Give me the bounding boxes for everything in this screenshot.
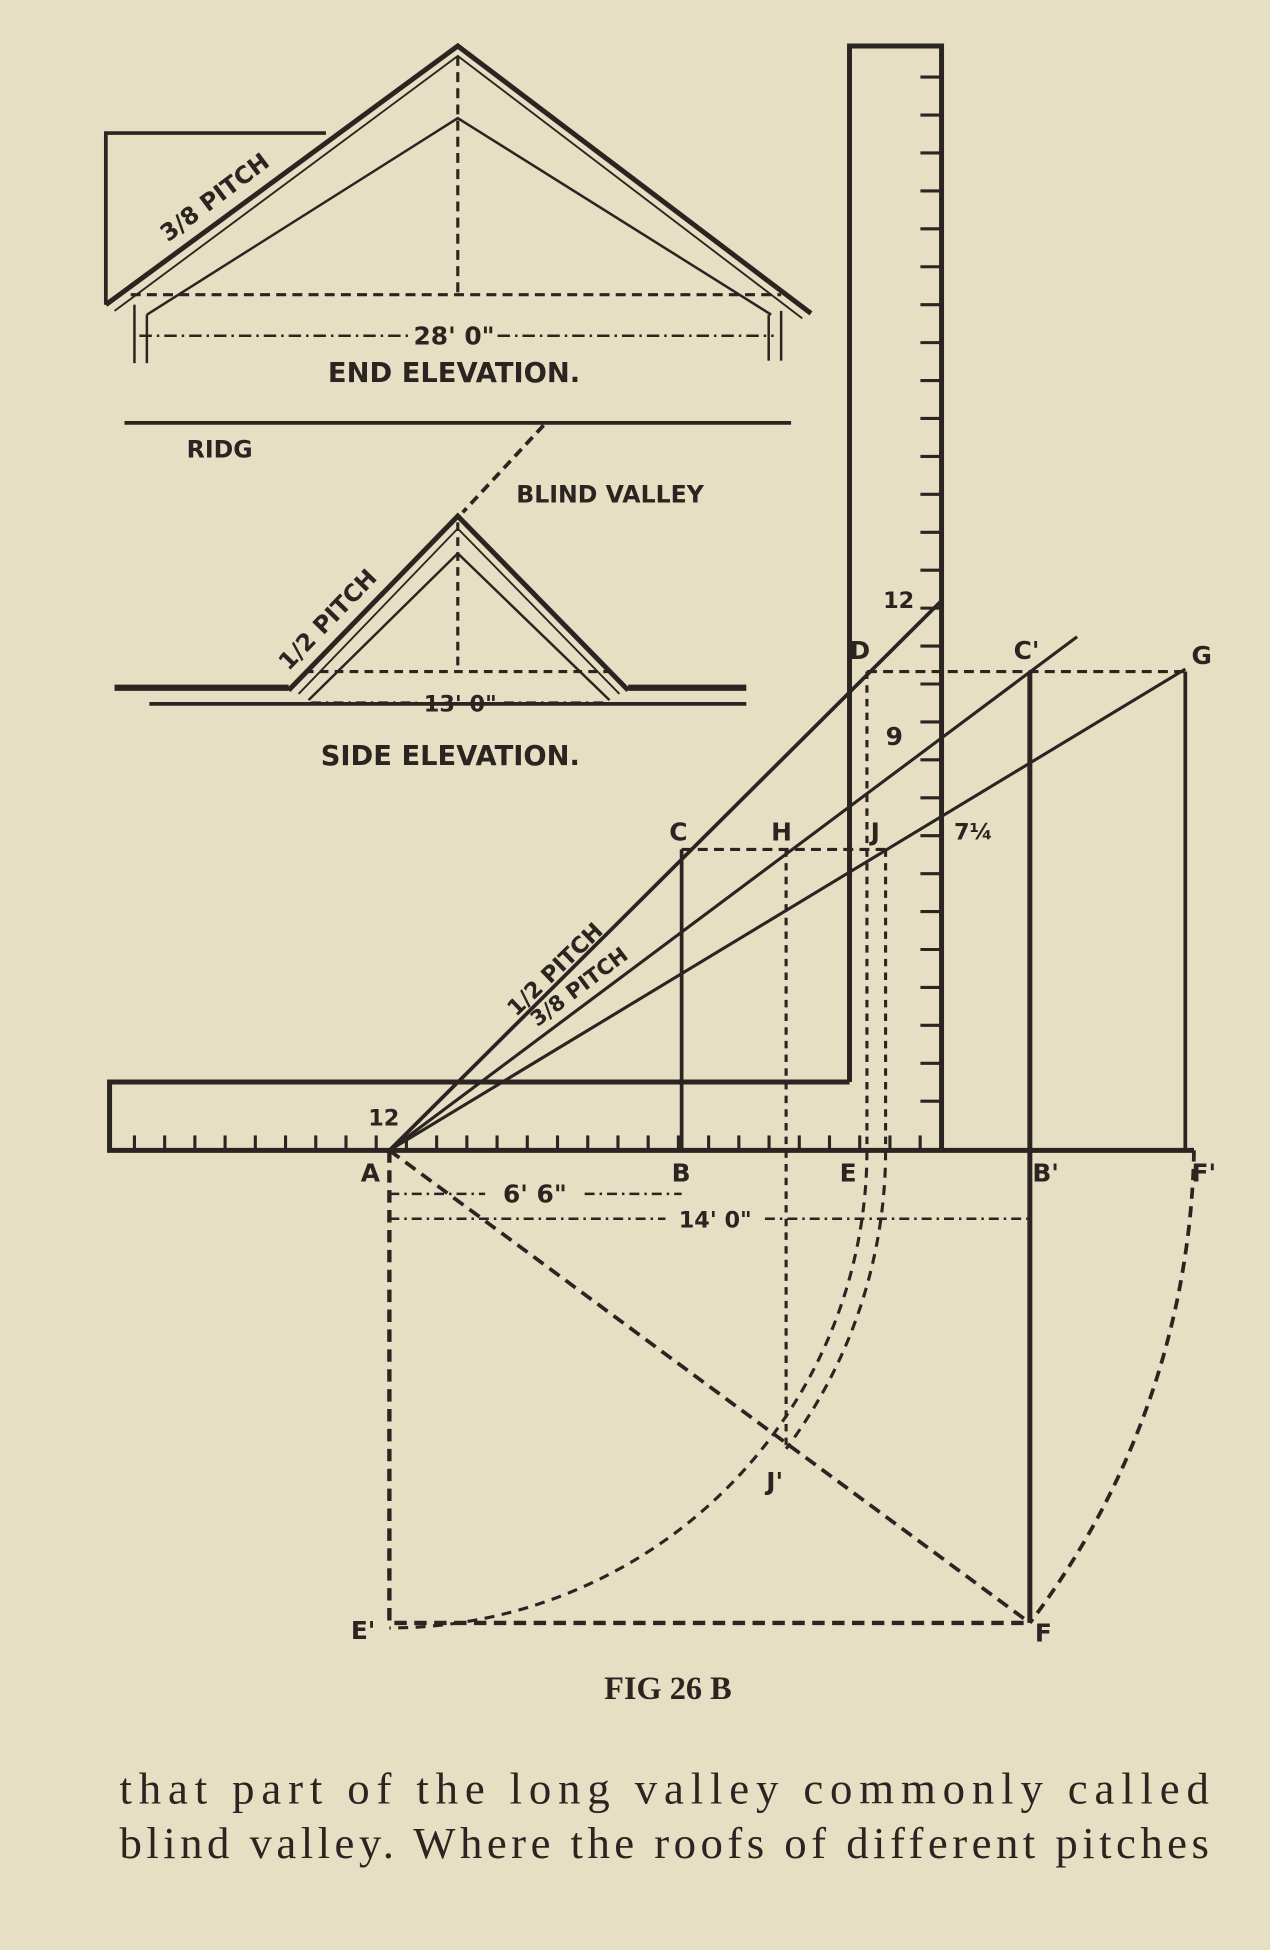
point-D: D [850,636,871,665]
blade-ticks [920,75,942,1103]
point-labels: A B C D E H J C' G B' F' J' E' F [351,636,1216,1647]
end-elevation-title: END ELEVATION. [328,358,580,389]
ridge-label: RIDG [187,436,253,464]
point-B-prime: B' [1032,1158,1059,1187]
body-text-line-1: that part of the long valley commonly ca… [120,1763,1209,1813]
end-elevation: 28' 0" END ELEVATION. 3/8 PITCH [103,42,813,389]
steel-square: 12 9 7¼ 12 [107,43,1195,1153]
three-eighths-rafter-line [388,635,1079,1152]
end-span-label: 28' 0" [413,321,494,350]
point-E-prime: E' [351,1616,376,1645]
blind-valley-line [461,424,545,514]
blind-valley-label: BLIND VALLEY [516,480,705,508]
tongue-ticks [132,1135,922,1151]
point-C: C [669,818,687,847]
point-F: F [1035,1619,1052,1648]
point-J-prime: J' [764,1467,783,1496]
end-pitch-label: 3/8 PITCH [155,147,275,247]
blade-7-quarter-label: 7¼ [954,819,993,845]
side-elevation-title: SIDE ELEVATION. [321,741,580,772]
run-half-label: 6' 6" [503,1180,567,1209]
run-full-label: 14' 0" [679,1207,752,1233]
point-J: J [869,818,880,847]
side-elevation: 13' 0" SIDE ELEVATION. 1/2 PITCH [114,512,747,772]
blade-9-label: 9 [886,722,903,751]
side-span-label: 13' 0" [424,691,497,717]
point-A: A [361,1158,381,1187]
point-E: E [840,1158,857,1187]
tongue-12-label: 12 [368,1105,399,1131]
point-G: G [1192,641,1212,670]
side-pitch-label: 1/2 PITCH [273,563,383,675]
point-F-prime: F' [1192,1158,1217,1187]
point-C-prime: C' [1014,636,1040,665]
half-pitch-rafter-line [388,599,943,1152]
body-text-line-2: blind valley. Where the roofs of differe… [120,1818,1209,1868]
blade-12-label: 12 [883,588,914,614]
figure-caption: FIG 26 B [604,1670,732,1706]
point-H: H [771,818,792,847]
point-B: B [672,1158,691,1187]
